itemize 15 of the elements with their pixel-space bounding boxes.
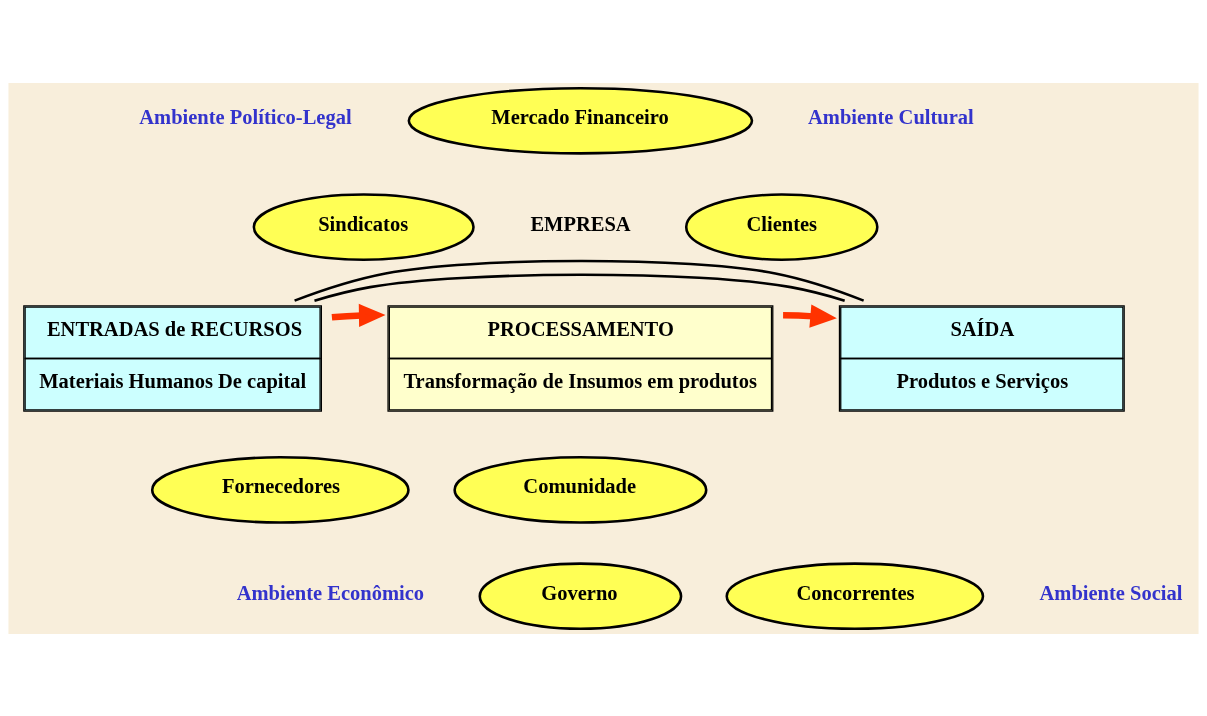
node-ellipse: Concorrentes	[725, 561, 985, 630]
arrow	[331, 303, 386, 327]
label: Ambiente Social	[1039, 581, 1183, 604]
label: Ambiente Econômico	[236, 581, 425, 604]
label: Ambiente Político-Legal	[139, 105, 352, 128]
label: EMPRESA	[530, 212, 631, 235]
node-ellipse: Governo	[478, 561, 683, 630]
node-ellipse: Comunidade	[453, 455, 708, 524]
node-ellipse: Clientes	[684, 192, 879, 261]
connector	[294, 259, 865, 302]
node-ellipse: Sindicatos	[252, 192, 475, 261]
label: Ambiente Cultural	[808, 105, 974, 128]
node-ellipse: Mercado Financeiro	[407, 86, 754, 155]
node-ellipse: Fornecedores	[150, 455, 410, 524]
connector	[314, 273, 846, 302]
